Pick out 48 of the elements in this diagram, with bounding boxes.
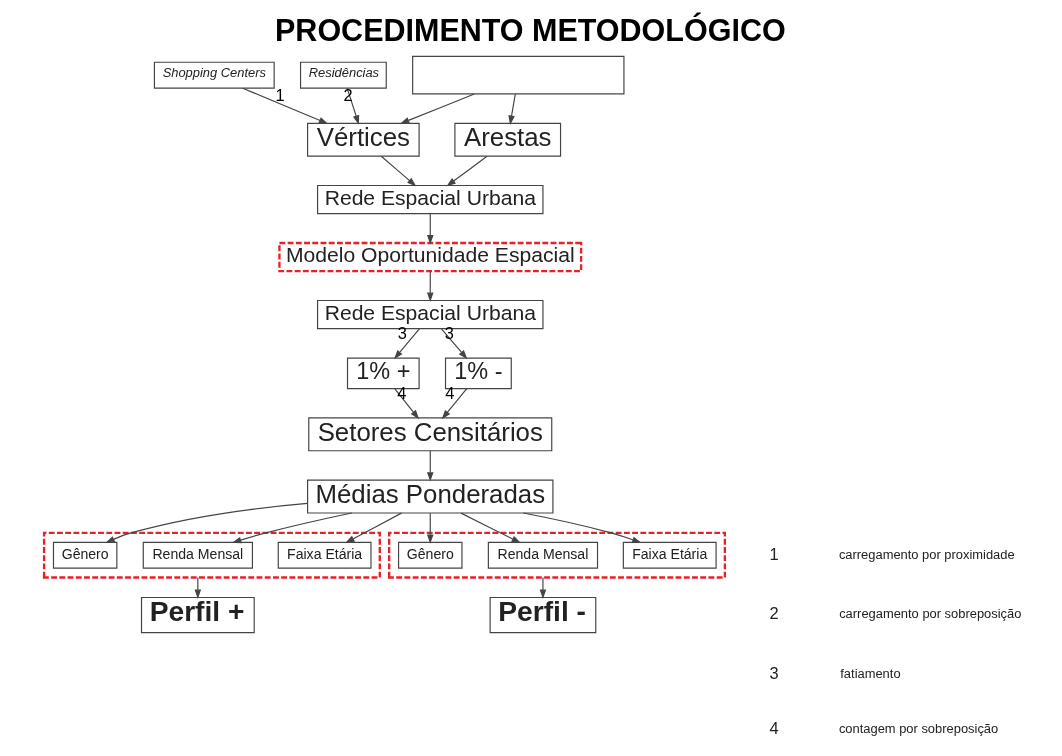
arrow — [241, 87, 328, 124]
edge-label: 1 — [274, 86, 285, 105]
arrow — [194, 576, 201, 599]
label: 3 — [769, 664, 779, 683]
label: 1 — [769, 544, 779, 563]
arrow — [393, 388, 419, 420]
arrow — [393, 328, 420, 360]
arrow — [104, 502, 308, 544]
label: fatiamento — [839, 666, 901, 682]
node-box: Shopping Centers — [153, 61, 275, 89]
label: 4 — [769, 719, 779, 738]
node-box: Faixa Etária — [277, 541, 372, 569]
arrow — [426, 450, 434, 482]
node-box: Gênero — [397, 541, 463, 569]
arrow — [441, 388, 467, 420]
arrow — [507, 93, 516, 125]
node-box — [411, 55, 625, 95]
node-box: Vértices — [306, 122, 420, 157]
label: 2 — [769, 604, 779, 623]
node-box: Médias Ponderadas — [306, 479, 553, 514]
arrow — [426, 271, 434, 302]
label: carregamento por sobreposição — [838, 606, 1021, 622]
node-box: Perfil - — [489, 596, 596, 634]
arrow — [399, 93, 475, 124]
arrow — [380, 155, 416, 187]
label: contagem por sobreposição — [838, 721, 998, 737]
node-box: Renda Mensal — [142, 541, 253, 569]
arrow — [346, 87, 359, 125]
node-box: Residências — [299, 61, 387, 89]
node-box: Arestas — [453, 122, 561, 157]
arrow — [446, 155, 488, 187]
node-box: Setores Censitários — [307, 417, 552, 452]
node-box: Faixa Etária — [622, 541, 717, 569]
node-box: Rede Espacial Urbana — [316, 184, 544, 215]
arrow — [426, 512, 434, 544]
arrow — [539, 576, 546, 599]
arrow — [231, 512, 352, 544]
node-box: Gênero — [52, 541, 117, 569]
node-box: Renda Mensal — [487, 541, 598, 569]
label: carregamento por proximidade — [838, 546, 1015, 562]
arrow — [426, 213, 434, 245]
arrow — [522, 512, 641, 543]
node-box: Perfil + — [140, 596, 255, 634]
node-box: Modelo Oportunidade Espacial — [277, 241, 582, 273]
arrow — [440, 328, 467, 360]
diagram-title: PROCEDIMENTO METODOLÓGICO — [274, 12, 786, 47]
cluster — [42, 531, 381, 579]
edge-label: 2 — [343, 86, 353, 105]
